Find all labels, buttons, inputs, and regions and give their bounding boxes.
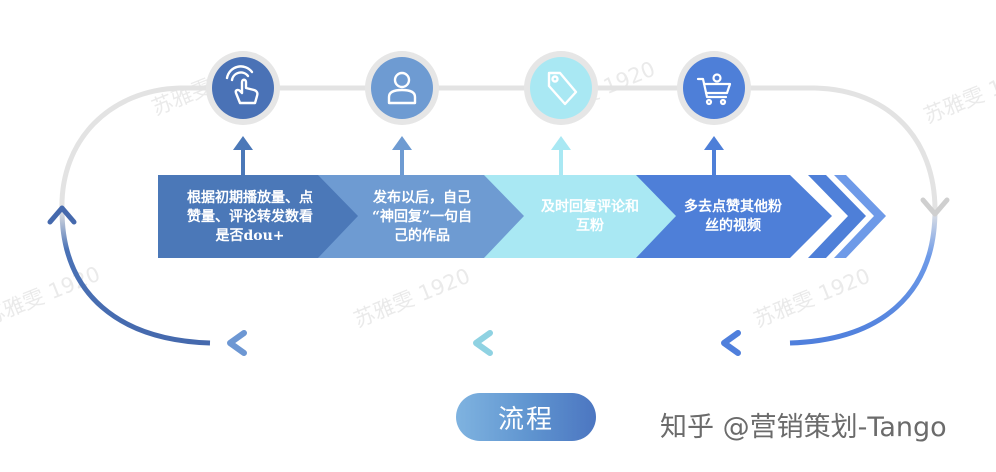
step-1-text: 根据初期播放量、点 赞量、评论转发数看 是否dou+: [166, 189, 334, 246]
step-1-line-1: 根据初期播放量、点: [187, 190, 313, 206]
step-1-circle: [206, 51, 280, 125]
step-band-1: [158, 175, 370, 258]
step-3-line-1: 及时回复评论和: [541, 199, 639, 215]
author-credit: 知乎 @营销策划-Tango: [660, 412, 947, 443]
trailing-chevron-2: [834, 175, 886, 258]
connector-4: [704, 136, 724, 175]
step-2-circle: [365, 51, 439, 125]
step-band-3: [484, 175, 695, 258]
connector-3: [551, 136, 571, 175]
loop-right-arc-upper: [814, 85, 938, 211]
connector-2: [392, 136, 412, 175]
loop-left-arc-upper: [59, 85, 181, 211]
step-4-text: 多去点赞其他粉 丝的视频: [668, 198, 798, 236]
step-2-line-3: 己的作品: [394, 228, 450, 244]
step-band-4: [636, 175, 832, 258]
user-icon: [387, 71, 417, 105]
connector-1: [233, 136, 253, 175]
tag-icon: [547, 71, 578, 106]
step-2-text: 发布以后，自己 “神回复”一句自 己的作品: [352, 189, 492, 246]
step-4-line-2: 丝的视频: [705, 218, 761, 234]
step-3-text: 及时回复评论和 互粉: [520, 198, 660, 236]
cart-icon: [696, 73, 732, 106]
bottom-arrow-right: [721, 330, 741, 356]
loop-right-arc-lower: [789, 209, 938, 346]
step-3-circle: [524, 51, 598, 125]
loop-left-arc-lower: [59, 209, 211, 346]
step-4-circle: [677, 51, 751, 125]
right-arrow-down: [920, 197, 950, 217]
touch-icon: [225, 65, 259, 105]
step-band-2: [318, 175, 535, 258]
step-2-line-1: 发布以后，自己: [373, 190, 471, 206]
trailing-chevron-1: [808, 175, 866, 258]
step-1-line-3: 是否dou+: [215, 228, 285, 244]
step-4-line-1: 多去点赞其他粉: [684, 199, 782, 215]
step-2-line-2: “神回复”一句自: [371, 209, 473, 225]
step-1-line-2: 赞量、评论转发数看: [187, 209, 313, 225]
left-arrow-up: [47, 205, 77, 225]
process-label: 流程: [456, 393, 596, 441]
step-3-line-2: 互粉: [576, 218, 604, 234]
bottom-arrow-middle: [473, 330, 493, 356]
bottom-arrow-left: [227, 330, 247, 356]
